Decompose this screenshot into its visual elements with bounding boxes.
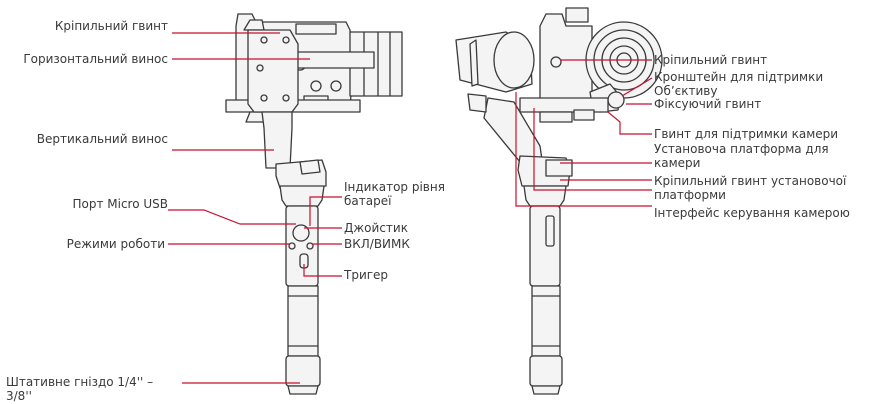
left-gimbal-drawing — [225, 13, 403, 395]
label-vertical-arm: Вертикальний винос — [36, 132, 168, 146]
label-camera-support-screw: Гвинт для підтримки камери — [654, 127, 839, 141]
label-lens-support-bracket: Кронштейн для підтримки Об’єктиву — [654, 70, 824, 98]
label-fixing-screw-right: Кріпильний гвинт — [654, 53, 768, 67]
label-camera-control-interface: Інтерфейс керування камерою — [654, 206, 850, 220]
label-micro-usb-port: Порт Micro USB — [72, 197, 168, 211]
right-gimbal-drawing — [455, 7, 663, 395]
label-lock-screw: Фіксуючий гвинт — [654, 97, 762, 111]
label-operating-modes: Режими роботи — [66, 237, 165, 251]
label-battery-indicator: Індикатор рівня батареї — [344, 180, 445, 208]
label-platform-fixing-screw: Кріпильний гвинт установочої платформи — [654, 174, 847, 202]
label-mounting-platform: Установоча платформа для камери — [654, 142, 829, 170]
label-horizontal-arm: Горизонтальний винос — [23, 52, 168, 66]
label-power-switch: ВКЛ/ВИМК — [344, 237, 410, 251]
label-tripod-socket: Штативне гніздо 1/4'' – 3/8'' — [6, 375, 154, 403]
label-fixing-screw-left: Кріпильний гвинт — [54, 19, 168, 33]
label-trigger: Тригер — [344, 268, 389, 282]
label-joystick: Джойстик — [344, 221, 408, 235]
leader-lines — [168, 32, 653, 384]
